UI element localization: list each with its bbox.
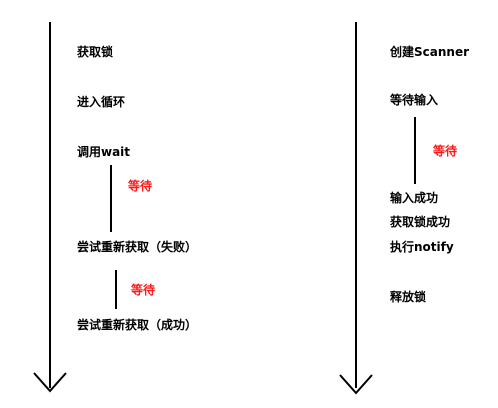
right-wait-label: 等待 <box>433 144 458 158</box>
left-step-enter-loop: 进入循环 <box>77 95 126 109</box>
left-arrow-head-icon <box>33 372 67 393</box>
right-step-wait-input: 等待输入 <box>390 93 439 107</box>
right-arrow-head-icon <box>339 374 373 395</box>
left-step-retry-fail: 尝试重新获取（失败） <box>77 240 198 254</box>
left-timeline-arrow <box>33 22 67 393</box>
left-step-call-wait: 调用wait <box>77 145 131 159</box>
right-timeline-arrow <box>339 22 373 395</box>
left-wait-label-1: 等待 <box>128 179 153 193</box>
left-wait-label-2: 等待 <box>131 283 156 297</box>
left-step-acquire-lock: 获取锁 <box>77 45 114 59</box>
right-step-input-success: 输入成功 <box>390 191 439 205</box>
right-step-create-scanner: 创建Scanner <box>390 45 469 59</box>
left-step-retry-success: 尝试重新获取（成功） <box>77 318 198 332</box>
right-step-notify: 执行notify <box>390 240 454 254</box>
right-step-release-lock: 释放锁 <box>390 290 427 304</box>
right-step-lock-acquired: 获取锁成功 <box>390 215 451 229</box>
